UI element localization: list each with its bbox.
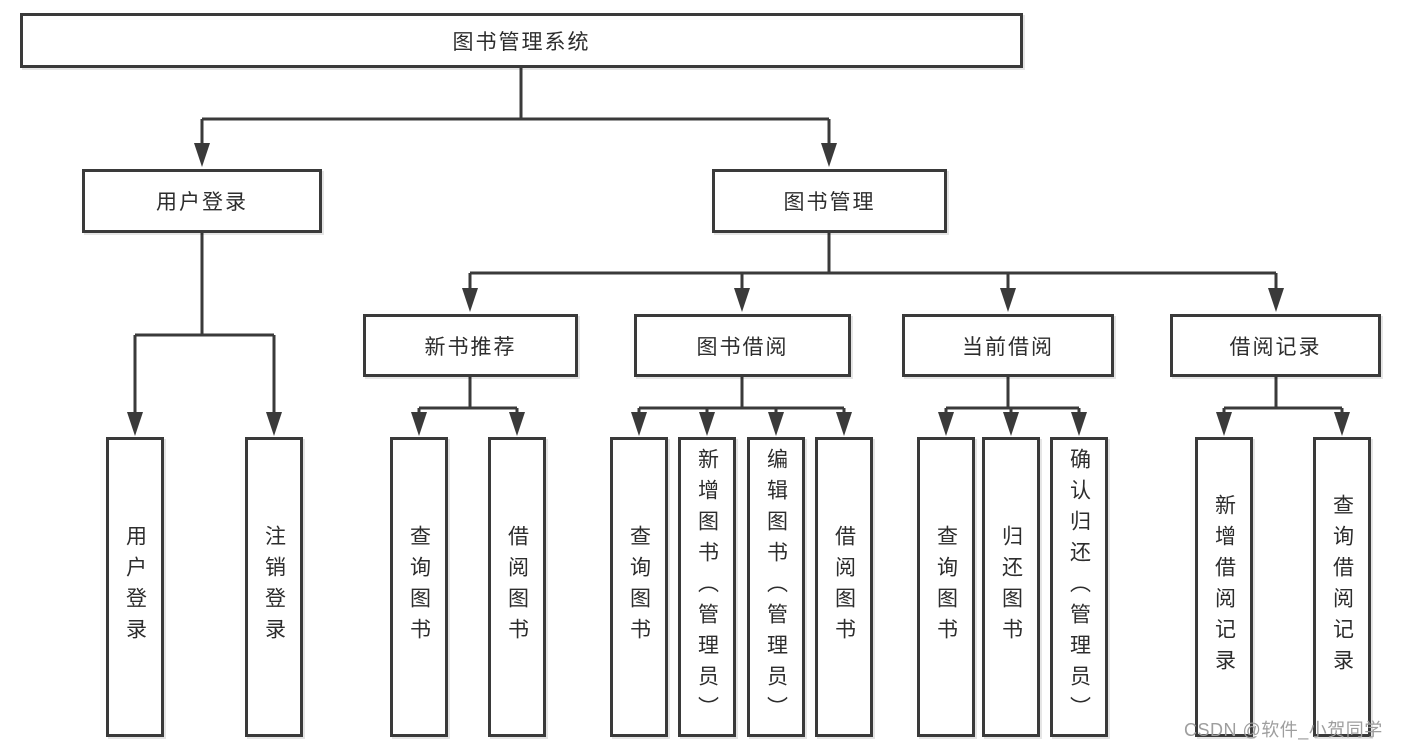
node-current-borrowing: 当前借阅 bbox=[902, 314, 1114, 377]
leaf-logout: 注销登录 bbox=[245, 437, 303, 737]
leaf-borrow-book-label: 借阅图书 bbox=[832, 525, 856, 649]
leaf-edit-book-admin: 编辑图书（管理员） bbox=[747, 437, 805, 737]
leaf-confirm-return-admin-label: 确认归还（管理员） bbox=[1067, 447, 1091, 727]
leaf-return-book-label: 归还图书 bbox=[999, 525, 1023, 649]
leaf-add-borrow-record: 新增借阅记录 bbox=[1195, 437, 1253, 737]
leaf-query-borrow-record: 查询借阅记录 bbox=[1313, 437, 1371, 737]
node-book-borrowing: 图书借阅 bbox=[634, 314, 851, 377]
node-user-login-label: 用户登录 bbox=[156, 191, 248, 214]
node-book-management: 图书管理 bbox=[712, 169, 947, 233]
leaf-add-book-admin: 新增图书（管理员） bbox=[678, 437, 736, 737]
leaf-query-book-current: 查询图书 bbox=[917, 437, 975, 737]
leaf-query-book-recommend-label: 查询图书 bbox=[407, 525, 431, 649]
node-user-login: 用户登录 bbox=[82, 169, 322, 233]
leaf-confirm-return-admin: 确认归还（管理员） bbox=[1050, 437, 1108, 737]
node-borrowing-records: 借阅记录 bbox=[1170, 314, 1381, 377]
node-new-book-recommendation: 新书推荐 bbox=[363, 314, 578, 377]
node-root: 图书管理系统 bbox=[20, 13, 1023, 68]
leaf-user-login: 用户登录 bbox=[106, 437, 164, 737]
leaf-borrow-book-recommend: 借阅图书 bbox=[488, 437, 546, 737]
leaf-add-book-admin-label: 新增图书（管理员） bbox=[695, 447, 719, 727]
node-root-label: 图书管理系统 bbox=[452, 30, 591, 54]
leaf-query-book-recommend: 查询图书 bbox=[390, 437, 448, 737]
leaf-borrow-book-recommend-label: 借阅图书 bbox=[505, 525, 529, 649]
node-book-management-label: 图书管理 bbox=[783, 191, 876, 214]
leaf-return-book: 归还图书 bbox=[982, 437, 1040, 737]
leaf-user-login-label: 用户登录 bbox=[123, 525, 147, 649]
leaf-query-borrow-record-label: 查询借阅记录 bbox=[1330, 494, 1354, 680]
node-borrowing-records-label: 借阅记录 bbox=[1229, 335, 1322, 359]
csdn-watermark: CSDN @软件_小贺同学 bbox=[1184, 720, 1383, 740]
node-new-book-recommendation-label: 新书推荐 bbox=[424, 335, 517, 359]
leaf-logout-label: 注销登录 bbox=[262, 525, 286, 649]
leaf-borrow-book: 借阅图书 bbox=[815, 437, 873, 737]
leaf-add-borrow-record-label: 新增借阅记录 bbox=[1212, 494, 1236, 680]
node-book-borrowing-label: 图书借阅 bbox=[696, 335, 789, 359]
leaf-query-book-current-label: 查询图书 bbox=[934, 525, 958, 649]
leaf-edit-book-admin-label: 编辑图书（管理员） bbox=[764, 447, 788, 727]
leaf-query-book-borrowing-label: 查询图书 bbox=[627, 525, 651, 649]
node-current-borrowing-label: 当前借阅 bbox=[962, 335, 1054, 359]
leaf-query-book-borrowing: 查询图书 bbox=[610, 437, 668, 737]
